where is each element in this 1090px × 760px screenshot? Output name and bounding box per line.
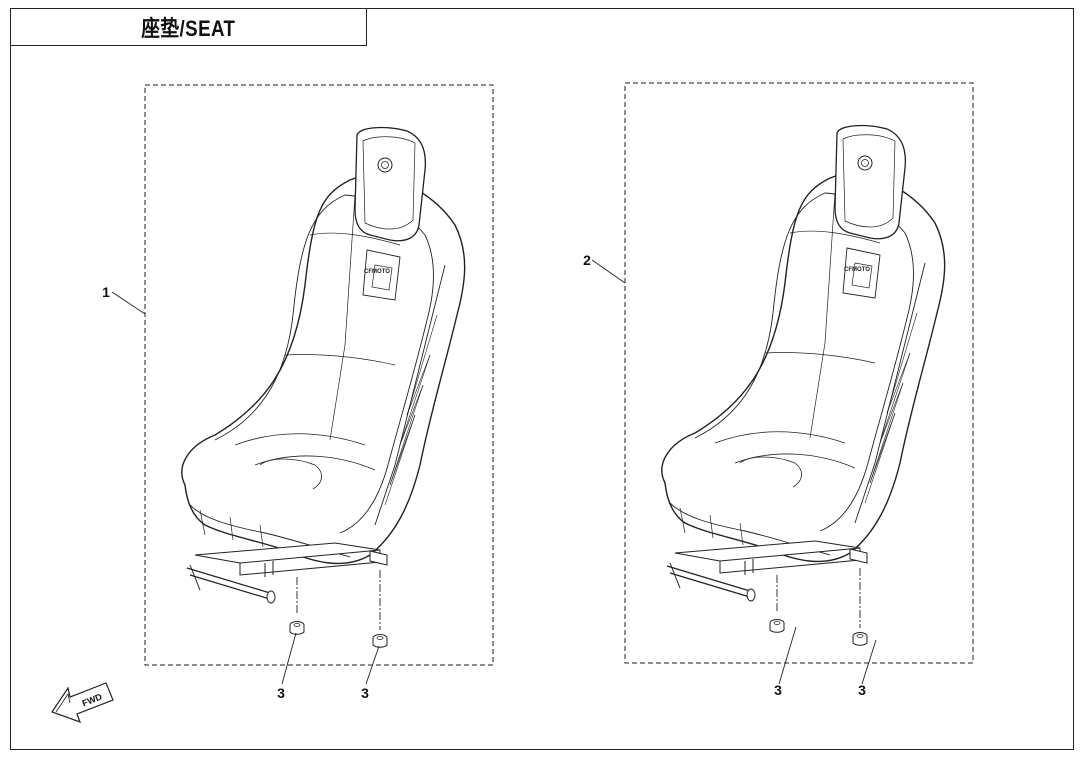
page-title: 座垫/SEAT bbox=[141, 16, 236, 41]
callout-3-left-a: 3 bbox=[277, 685, 285, 701]
seat-assembly-right: CFMOTO bbox=[624, 82, 974, 664]
callout-2: 2 bbox=[583, 252, 591, 268]
leader-lines bbox=[111, 259, 877, 685]
drawing-frame bbox=[10, 8, 1074, 750]
fwd-arrow-icon: FWD bbox=[51, 682, 114, 723]
brand-logo-right: CFMOTO bbox=[844, 267, 870, 273]
callout-1: 1 bbox=[102, 284, 110, 300]
brand-logo-left: CFMOTO bbox=[364, 269, 390, 275]
seat-assembly-left: CFMOTO bbox=[144, 84, 494, 666]
callout-3-right-b: 3 bbox=[858, 682, 866, 698]
callout-3-left-b: 3 bbox=[361, 685, 369, 701]
title-block: 座垫/SEAT bbox=[10, 8, 367, 46]
callout-3-right-a: 3 bbox=[774, 682, 782, 698]
